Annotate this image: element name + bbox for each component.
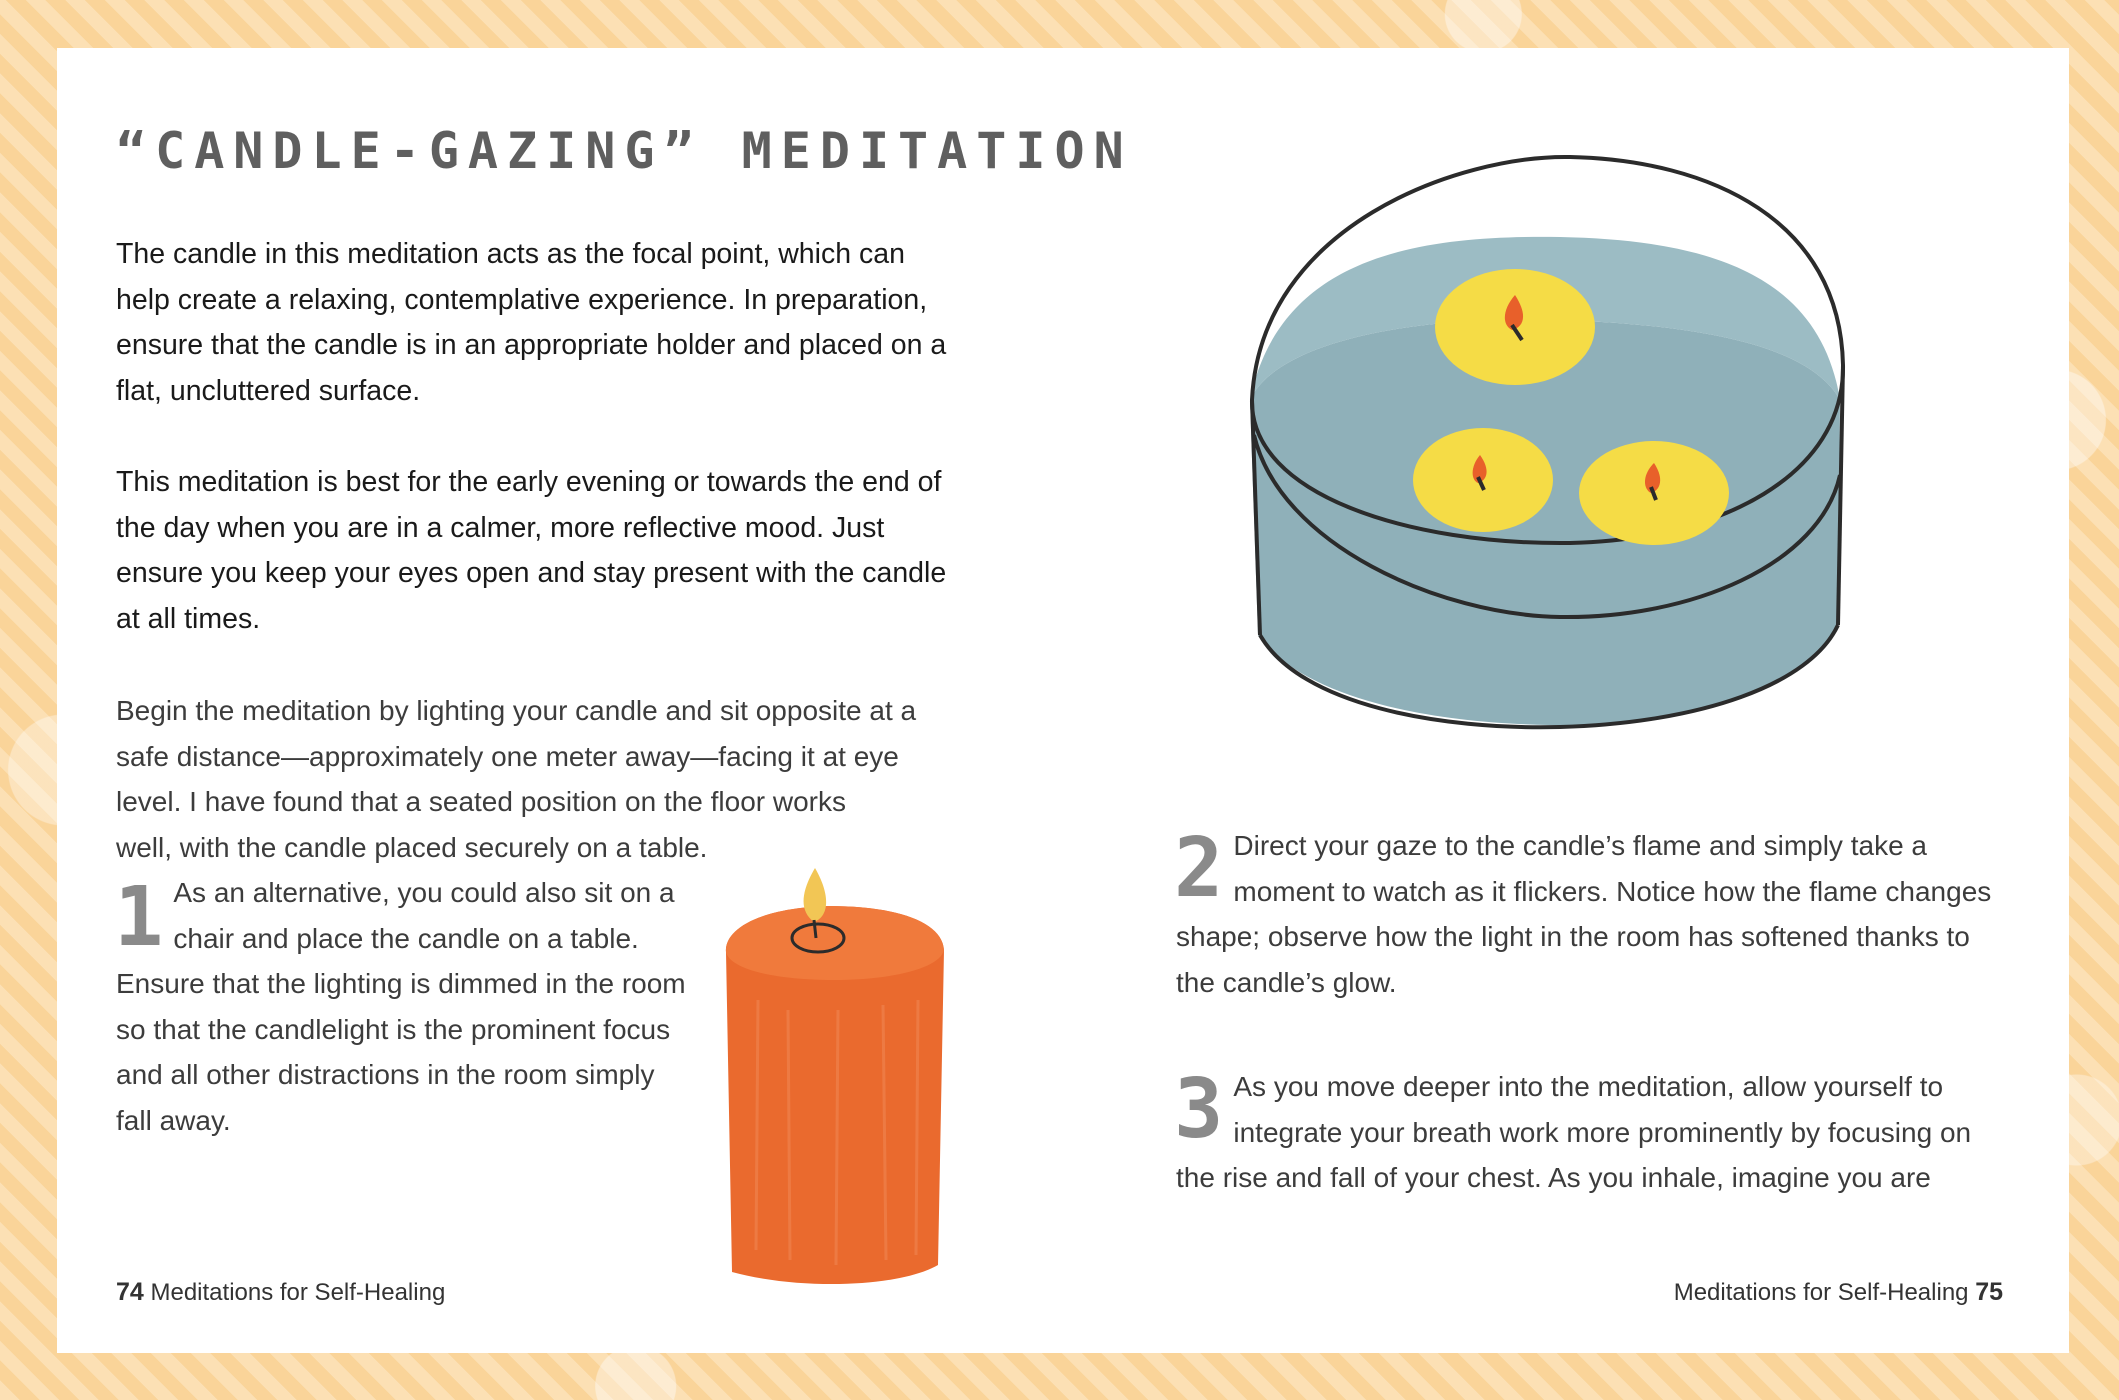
intro-paragraph-1: The candle in this meditation acts as th… bbox=[116, 238, 947, 407]
page-title: “CANDLE-GAZING” MEDITATION bbox=[116, 122, 1133, 180]
step-number: 1 bbox=[114, 870, 164, 965]
step-text: Begin the meditation by lighting your ca… bbox=[116, 695, 917, 1136]
footer-right: Meditations for Self-Healing 75 bbox=[1674, 1278, 2003, 1307]
footer-book-title-right: Meditations for Self-Healing bbox=[1673, 1279, 1969, 1306]
step-3: 3 As you move deeper into the meditation… bbox=[1174, 1062, 2014, 1201]
candle-top bbox=[725, 906, 944, 980]
step-text: Direct your gaze to the candle’s flame a… bbox=[1176, 830, 1992, 998]
candle-texture bbox=[754, 999, 920, 1266]
candle-wick-pool bbox=[790, 922, 846, 954]
tealight-wick bbox=[1510, 323, 1524, 342]
candle-body bbox=[725, 906, 944, 1285]
footer-left: 74 Meditations for Self-Healing bbox=[116, 1278, 445, 1307]
candle-flame bbox=[803, 868, 827, 922]
bowl-rim bbox=[1249, 154, 1846, 546]
floating-candles-bowl-illustration bbox=[1249, 154, 1846, 730]
candle-wick bbox=[812, 919, 818, 939]
pillar-candle-illustration bbox=[725, 868, 944, 1285]
step-2: 2 Direct your gaze to the candle’s flame… bbox=[1174, 821, 2014, 1005]
step-text: As you move deeper into the meditation, … bbox=[1176, 1071, 1972, 1193]
tealight-flame bbox=[1644, 463, 1661, 493]
bowl-inner-line bbox=[1252, 434, 1842, 620]
page-number-left: 74 bbox=[116, 1278, 144, 1306]
tealight-flame bbox=[1472, 455, 1487, 483]
text-wrap-spacer bbox=[851, 780, 961, 826]
bowl-water bbox=[1250, 319, 1840, 726]
page-number-right: 75 bbox=[1975, 1278, 2003, 1306]
bowl-side-right bbox=[1836, 364, 1845, 626]
tealight-wick bbox=[1476, 476, 1486, 491]
tealight-wick bbox=[1649, 486, 1658, 501]
footer-book-title-left: Meditations for Self-Healing bbox=[150, 1279, 446, 1306]
tealight-flame bbox=[1504, 295, 1524, 330]
bowl-bottom bbox=[1258, 624, 1840, 730]
intro-paragraph-2: This meditation is best for the early ev… bbox=[116, 466, 947, 635]
step-number: 3 bbox=[1174, 1062, 1224, 1157]
step-number: 2 bbox=[1174, 821, 1224, 916]
step-1: 1 Begin the meditation by lighting your … bbox=[114, 688, 961, 1172]
